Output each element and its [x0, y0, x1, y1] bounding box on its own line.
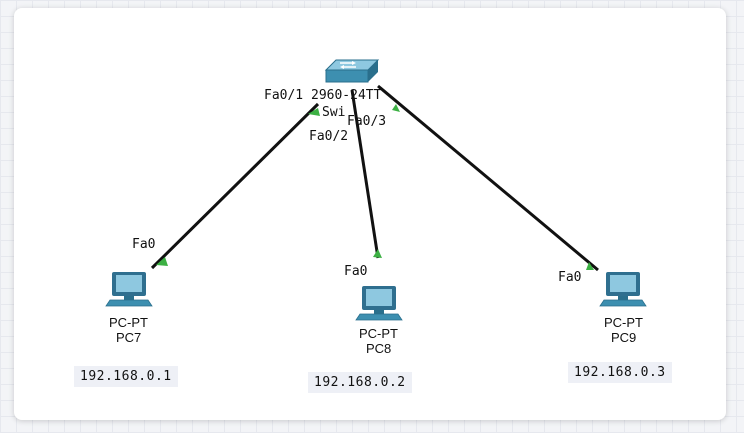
pc8-ip-note[interactable]: 192.168.0.2	[308, 372, 412, 393]
port-label-switch-fa0-3: Fa0/3	[347, 114, 386, 129]
pc-icon[interactable]	[105, 272, 153, 307]
link-status-indicators	[156, 104, 594, 270]
pc8-type-label: PC-PT	[359, 326, 398, 341]
link-switch-pc9[interactable]	[377, 84, 599, 272]
link-up-indicator	[373, 249, 382, 258]
pc7-port-label: Fa0	[132, 237, 155, 252]
port-label-switch-fa0-2: Fa0/2	[309, 129, 348, 144]
pc7-ip-note[interactable]: 192.168.0.1	[74, 366, 178, 387]
link-up-indicator	[308, 108, 320, 116]
switch-icon[interactable]	[324, 59, 380, 83]
pc-icon[interactable]	[599, 272, 647, 307]
link-switch-pc7[interactable]	[150, 102, 320, 270]
pc-icon[interactable]	[355, 286, 403, 321]
link-up-indicator	[586, 262, 594, 270]
link-up-indicator	[156, 257, 168, 266]
link-switch-pc8[interactable]	[350, 89, 380, 259]
pc9-type-label: PC-PT	[604, 315, 643, 330]
pc7-name-label: PC7	[116, 330, 141, 345]
port-label-switch-fa0-1: Fa0/1	[264, 88, 303, 103]
pc9-ip-note[interactable]: 192.168.0.3	[568, 362, 672, 383]
links	[150, 84, 599, 272]
pc8-port-label: Fa0	[344, 264, 367, 279]
pc8-name-label: PC8	[366, 341, 391, 356]
pc7-type-label: PC-PT	[109, 315, 148, 330]
pc9-name-label: PC9	[611, 330, 636, 345]
switch-model-label: 2960-24TT	[311, 88, 382, 103]
link-up-indicator	[392, 104, 400, 112]
pc9-port-label: Fa0	[558, 270, 581, 285]
switch-name-label: Swi	[322, 105, 345, 120]
